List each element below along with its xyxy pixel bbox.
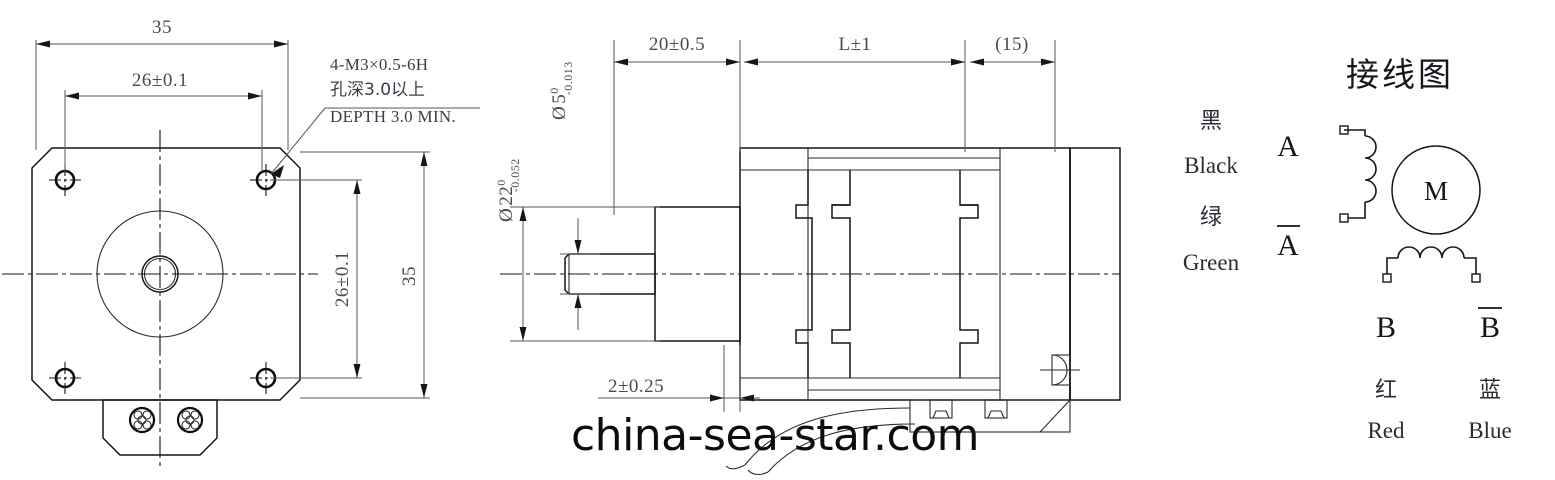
- pilot-dia-lower: -0.052: [508, 158, 522, 192]
- lead-red-phase: B: [1376, 311, 1396, 344]
- motor-symbol-circle: [1391, 145, 1481, 235]
- dim-shaft-flat: 2±0.25: [598, 345, 760, 412]
- coil-b-winding: [1382, 246, 1481, 283]
- thread-callout-line1: 4-M3×0.5-6H: [330, 55, 428, 74]
- lead-black-en: Black: [1184, 153, 1238, 178]
- dim-front-width-overall-label: 35: [152, 17, 172, 38]
- lead-blue-cn: 蓝: [1479, 378, 1501, 403]
- dim-shaft-flat-label: 2±0.25: [608, 376, 664, 397]
- dim-front-width-overall: 35: [35, 17, 289, 150]
- front-view-group: 35 26±0.1 26±0.1 35: [2, 17, 480, 468]
- pilot-dia-value: 22: [496, 186, 517, 206]
- shaft-dia-symbol: Ø: [549, 106, 570, 120]
- rear-detail-symbol: [1040, 354, 1080, 386]
- cable-exit-assembly: [909, 399, 1071, 433]
- dim-rear-length-label: (15): [995, 34, 1029, 55]
- shaft-dia-upper: 0: [547, 87, 561, 94]
- lead-blue-en: Blue: [1468, 418, 1511, 443]
- lead-red-en: Red: [1367, 418, 1405, 443]
- dim-front-bolt-height-label: 26±0.1: [332, 251, 353, 307]
- dim-shaft-diameter: Ø 50-0.013: [547, 61, 600, 330]
- lead-blue-phase: B: [1480, 311, 1500, 344]
- lead-red-cn: 红: [1375, 378, 1397, 403]
- cable-bundle-left: [128, 406, 156, 434]
- coil-a-winding: [1339, 125, 1377, 223]
- lead-black-cn: 黑: [1200, 109, 1222, 134]
- dim-shaft-diameter-label: Ø 50-0.013: [547, 61, 575, 120]
- thread-callout-line3: DEPTH 3.0 MIN.: [330, 107, 456, 126]
- thread-callout-line2: 孔深3.0以上: [330, 80, 425, 100]
- dim-front-bolt-width: 26±0.1: [64, 70, 263, 172]
- dim-front-length-label: 20±0.5: [649, 34, 705, 55]
- cable-bundle-right: [176, 406, 204, 434]
- wiring-diagram-group: 接线图 黑 Black A 绿 Green A M B: [1183, 55, 1512, 443]
- lead-green-phase: A: [1277, 229, 1299, 262]
- dim-body-length: L±1: [744, 34, 966, 152]
- site-watermark: china-sea-star.com: [571, 410, 979, 461]
- thread-callout: 4-M3×0.5-6H 孔深3.0以上 DEPTH 3.0 MIN.: [270, 55, 480, 178]
- lead-green-en: Green: [1183, 250, 1240, 275]
- side-view-group: 20±0.5 L±1 (15) Ø50-0.013: [494, 34, 1121, 475]
- dim-front-length: 20±0.5: [613, 34, 741, 215]
- dim-rear-length: (15): [970, 34, 1056, 152]
- dim-pilot-diameter-label: Ø 220-0.052: [494, 158, 522, 222]
- mounting-hole-bottom-left: [49, 362, 81, 394]
- pilot-dia-upper: 0: [494, 179, 508, 186]
- dim-front-bolt-width-label: 26±0.1: [132, 70, 188, 91]
- cable-bundle-curve: [725, 407, 916, 475]
- dim-front-height-overall-label: 35: [399, 266, 420, 286]
- dim-front-bolt-height: 26±0.1: [270, 179, 362, 379]
- motor-symbol-label: M: [1424, 176, 1448, 206]
- lead-black-phase: A: [1277, 130, 1299, 163]
- dim-front-height-overall: 35: [300, 151, 430, 399]
- cable-bracket-outline: [102, 399, 218, 456]
- wiring-diagram-title: 接线图: [1346, 55, 1454, 94]
- lead-green-cn: 绿: [1200, 205, 1222, 230]
- dim-body-length-label: L±1: [838, 34, 871, 55]
- shaft-dia-lower: -0.013: [561, 61, 575, 95]
- pilot-dia-symbol: Ø: [496, 208, 517, 222]
- shaft-dia-value: 5: [549, 94, 570, 104]
- dim-pilot-diameter: Ø 220-0.052: [494, 158, 660, 342]
